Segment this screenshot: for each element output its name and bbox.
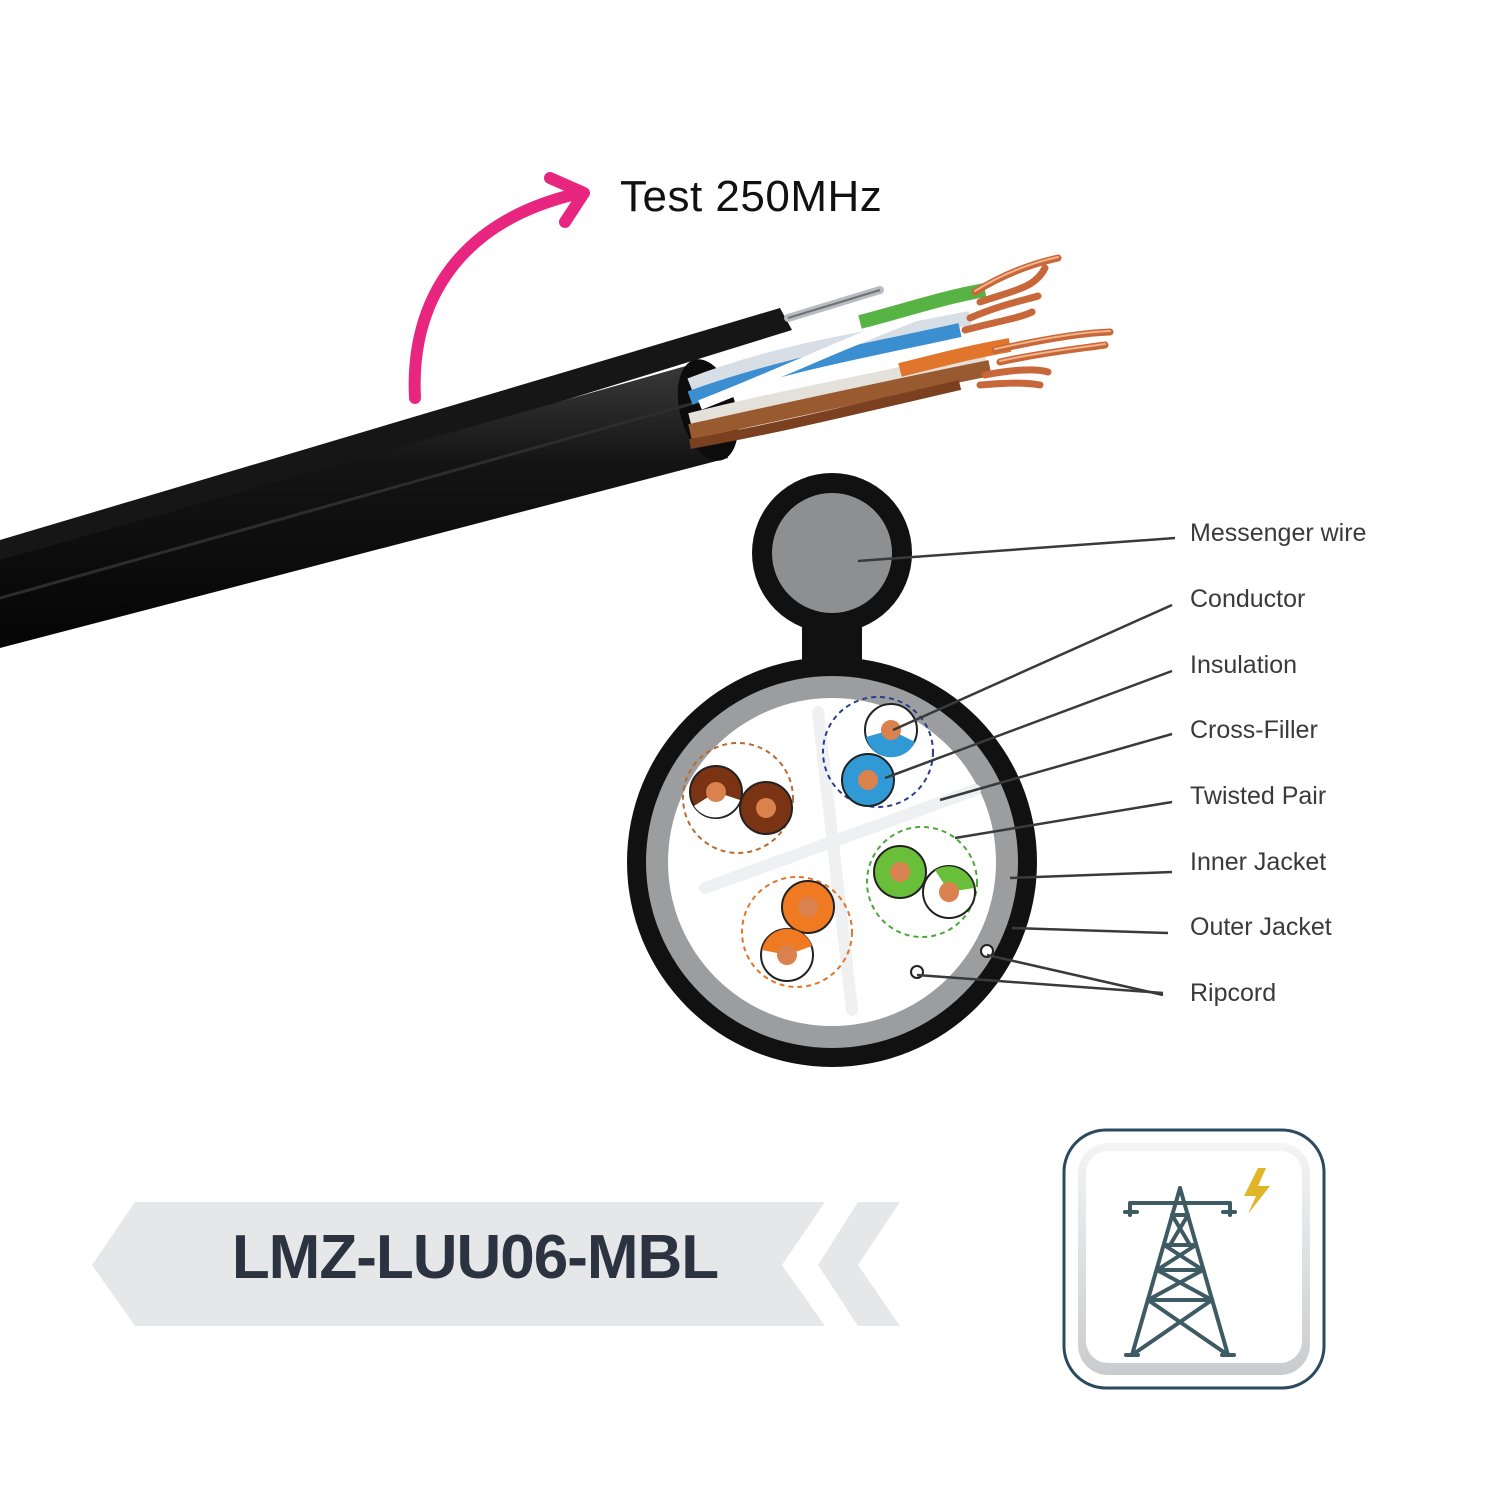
callout-conductor: Conductor bbox=[1190, 585, 1306, 613]
power-tower-badge bbox=[1062, 1128, 1326, 1390]
model-number: LMZ-LUU06-MBL bbox=[231, 1223, 719, 1292]
cable-photo bbox=[0, 254, 1114, 648]
callout-inner-jacket: Inner Jacket bbox=[1190, 848, 1327, 876]
callout-messenger-wire: Messenger wire bbox=[1190, 519, 1367, 547]
power-tower-icon bbox=[1123, 1186, 1237, 1357]
test-frequency-label: Test 250MHz bbox=[620, 172, 883, 221]
callout-cross-filler: Cross-Filler bbox=[1190, 716, 1318, 744]
callout-outer-jacket: Outer Jacket bbox=[1190, 913, 1332, 941]
arrow-icon bbox=[408, 172, 590, 404]
lightning-icon bbox=[1244, 1168, 1270, 1214]
cable-cross-section bbox=[627, 473, 1037, 1067]
callout-twisted-pair: Twisted Pair bbox=[1190, 782, 1327, 810]
callout-ripcord: Ripcord bbox=[1190, 979, 1277, 1007]
model-banner bbox=[92, 1202, 900, 1326]
callout-insulation: Insulation bbox=[1190, 651, 1298, 679]
callout-leader-lines bbox=[857, 536, 1176, 997]
